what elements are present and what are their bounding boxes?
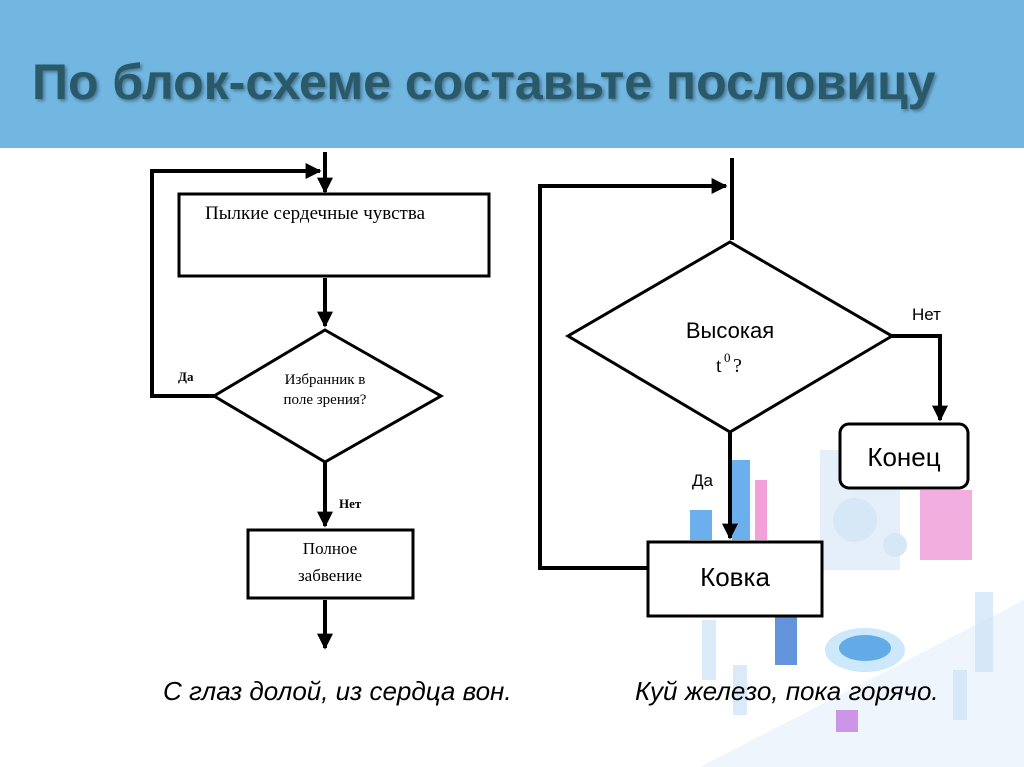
yes-loop-left: [150, 163, 322, 398]
proverb-right: Куй железо, пока горячо.: [635, 676, 939, 706]
yes-loop-right: [538, 178, 728, 570]
left-flowchart: Пылкие сердечные чувства Избранник в пол…: [150, 152, 491, 650]
process-box-kovka: [646, 540, 824, 618]
decision-right-superscript: 0: [724, 350, 731, 365]
yes-label-right: Да: [692, 471, 714, 490]
decision-right-t: t: [716, 355, 722, 377]
decision-right-line1: Высокая: [686, 318, 774, 343]
title-banner: [0, 0, 1024, 148]
end-box-line1: Полное: [303, 539, 357, 558]
process-box-feelings: [177, 192, 491, 278]
process-box-kovka-label: Ковка: [700, 562, 770, 592]
slide-title: По блок-схеме составьте пословицу: [32, 54, 936, 110]
end-box-konec: [838, 422, 970, 490]
end-box-line2: забвение: [298, 566, 362, 585]
decision-left-line1: Избранник в: [285, 372, 366, 388]
proverb-left: С глаз долой, из сердца вон.: [163, 676, 512, 706]
process-box-feelings-label: Пылкие сердечные чувства: [205, 203, 426, 224]
decision-right-suffix: ?: [733, 355, 742, 377]
arrow-no-right: [892, 334, 948, 422]
right-flowchart: Высокая t 0 ? Нет Конец Да Ковка: [538, 158, 970, 618]
decision-left-line2: поле зрения?: [284, 392, 367, 408]
yes-label-left: Да: [178, 369, 194, 384]
no-label-right: Нет: [912, 305, 941, 324]
end-box-konec-label: Конец: [867, 442, 940, 472]
no-label-left: Нет: [339, 496, 362, 511]
end-box-oblivion: [246, 528, 415, 600]
